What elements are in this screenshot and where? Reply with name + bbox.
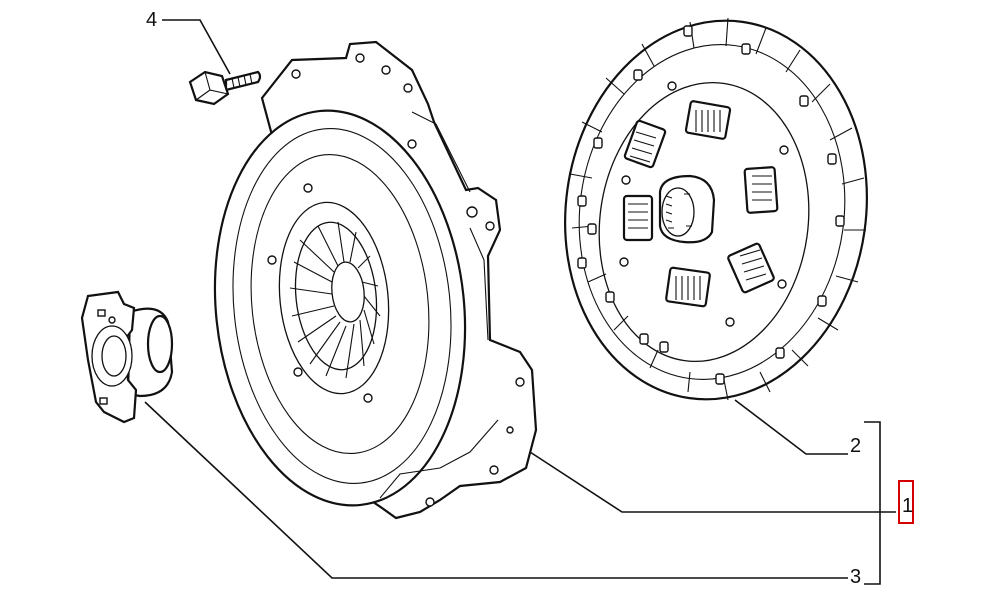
leader-lines <box>144 19 896 585</box>
pressure-plate-part <box>213 40 538 520</box>
release-bearing-part <box>80 290 174 424</box>
callout-2: 2 <box>850 435 861 457</box>
callout-4: 4 <box>146 9 157 31</box>
callout-1[interactable]: 1 <box>902 495 913 517</box>
clutch-disc-part <box>564 17 868 401</box>
callout-1-highlight <box>898 480 914 524</box>
bolt-part <box>188 70 262 106</box>
callout-3: 3 <box>850 566 861 588</box>
